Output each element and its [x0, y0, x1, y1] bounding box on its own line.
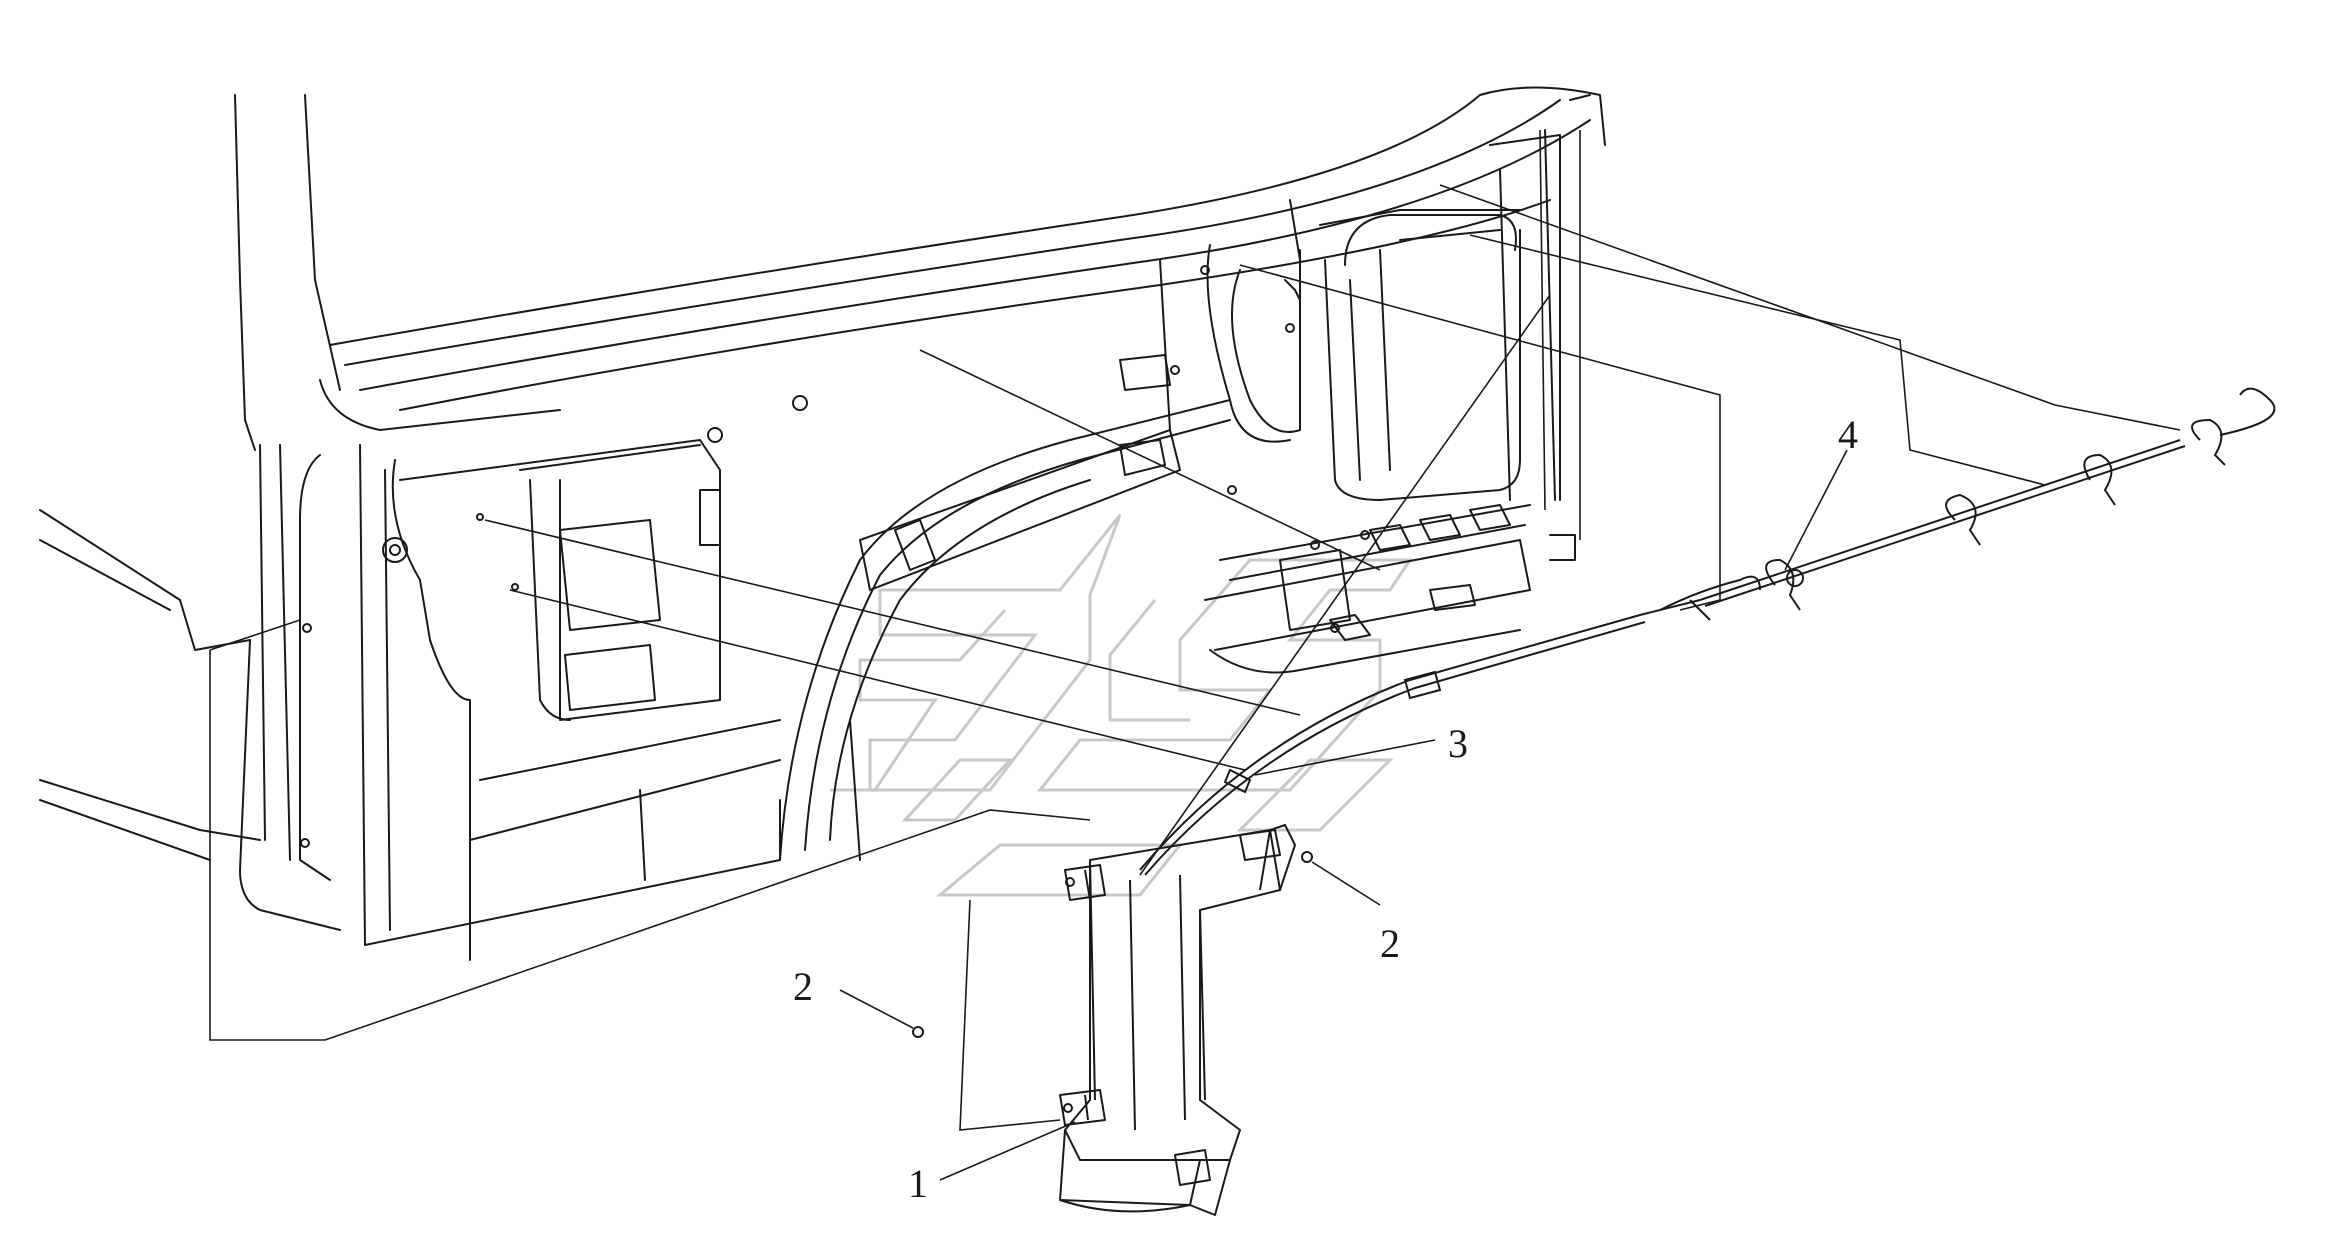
callout-labels: 1 2 2 3 4	[793, 412, 1858, 1206]
leader-3	[1254, 739, 1436, 776]
callout-4: 4	[1838, 412, 1858, 457]
leader-2-left	[839, 989, 914, 1029]
callout-1: 1	[908, 1161, 928, 1206]
watermark-logo	[830, 514, 1413, 897]
air-duct-part	[1059, 824, 1296, 1216]
leader-lines	[839, 449, 1848, 1181]
leader-1	[939, 1121, 1076, 1181]
cab-body	[39, 86, 1606, 961]
cab-fasteners	[300, 265, 1370, 848]
callout-2-right: 2	[1380, 921, 1400, 966]
nut-parts	[912, 851, 1313, 1038]
leader-2-right	[1311, 861, 1381, 906]
projection-lines	[209, 129, 2181, 1131]
leader-4	[1784, 449, 1848, 571]
callout-3: 3	[1448, 721, 1468, 766]
cable-assembly	[1139, 387, 2276, 876]
callout-2-left: 2	[793, 964, 813, 1009]
